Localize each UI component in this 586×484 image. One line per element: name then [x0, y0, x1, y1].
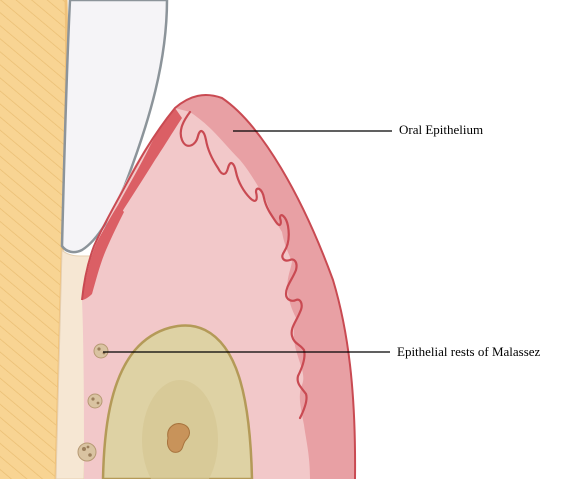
epithelial-rest-2 [88, 394, 102, 408]
label-oral-epithelium: Oral Epithelium [399, 122, 483, 138]
label-epithelial-rests: Epithelial rests of Malassez [397, 344, 540, 360]
epithelial-rest-3 [78, 443, 96, 461]
epithelial-rest-1 [94, 344, 108, 358]
